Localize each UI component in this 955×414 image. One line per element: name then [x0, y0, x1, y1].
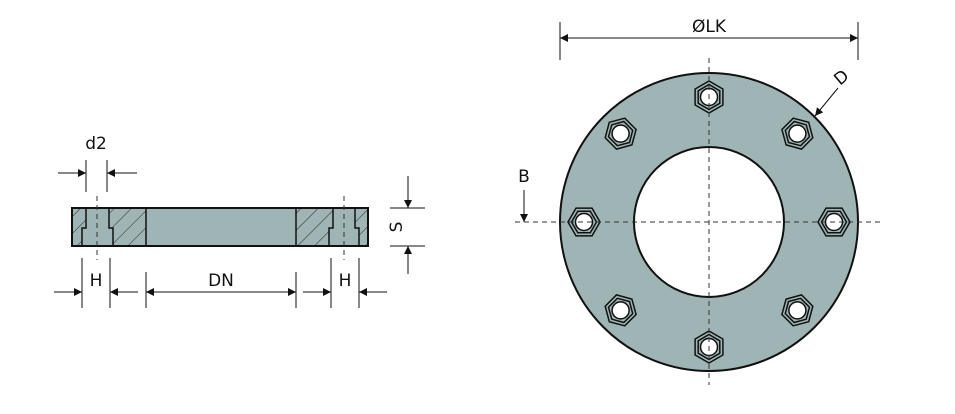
hatch-left-inner [109, 208, 146, 246]
label-lk: ØLK [692, 17, 727, 37]
bolt-hole [781, 294, 814, 327]
plan-view: ØLK D B [515, 17, 880, 385]
label-dn: DN [208, 271, 234, 291]
label-d2: d2 [85, 134, 107, 154]
hatch-right-inner [296, 208, 333, 246]
label-b: B [518, 167, 530, 187]
dimension-dn: DN [145, 271, 297, 308]
bolt-hole [604, 294, 637, 327]
dimension-d2: d2 [58, 134, 137, 192]
dimension-h-right: H [303, 258, 387, 308]
dimension-b: B [518, 167, 530, 222]
label-h-left: H [90, 271, 103, 291]
label-d: D [830, 66, 853, 90]
dimension-s: S [387, 176, 425, 274]
label-s: S [387, 222, 407, 233]
dimension-lk: ØLK [559, 17, 859, 60]
dimension-h-left: H [54, 258, 138, 308]
bolt-hole [604, 117, 637, 150]
label-h-right: H [339, 271, 352, 291]
hatch-left-outer [72, 208, 86, 246]
dimension-d: D [814, 66, 853, 117]
hatch-right-outer [355, 208, 368, 246]
bolt-hole [781, 117, 814, 150]
section-view: d2 H DN H S [54, 134, 425, 308]
